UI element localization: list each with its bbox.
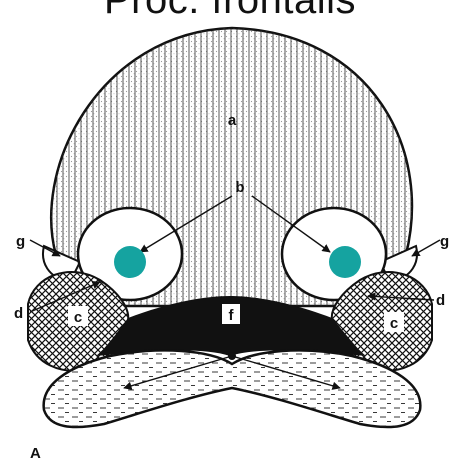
label-c-right: c [390,315,398,332]
label-b: b [235,179,244,196]
e-region [44,350,421,427]
left-eye-marker [114,246,146,278]
label-d-left: d [14,305,23,322]
diagram-title: Proc. frontalis [0,0,460,23]
panel-label: A [30,445,41,462]
label-d-right: d [436,292,445,309]
label-a: a [228,112,237,129]
label-c-left: c [74,309,82,326]
right-eye-marker [329,246,361,278]
e-node [228,352,236,360]
label-g-left: g [16,233,25,250]
label-g-right: g [440,233,449,250]
